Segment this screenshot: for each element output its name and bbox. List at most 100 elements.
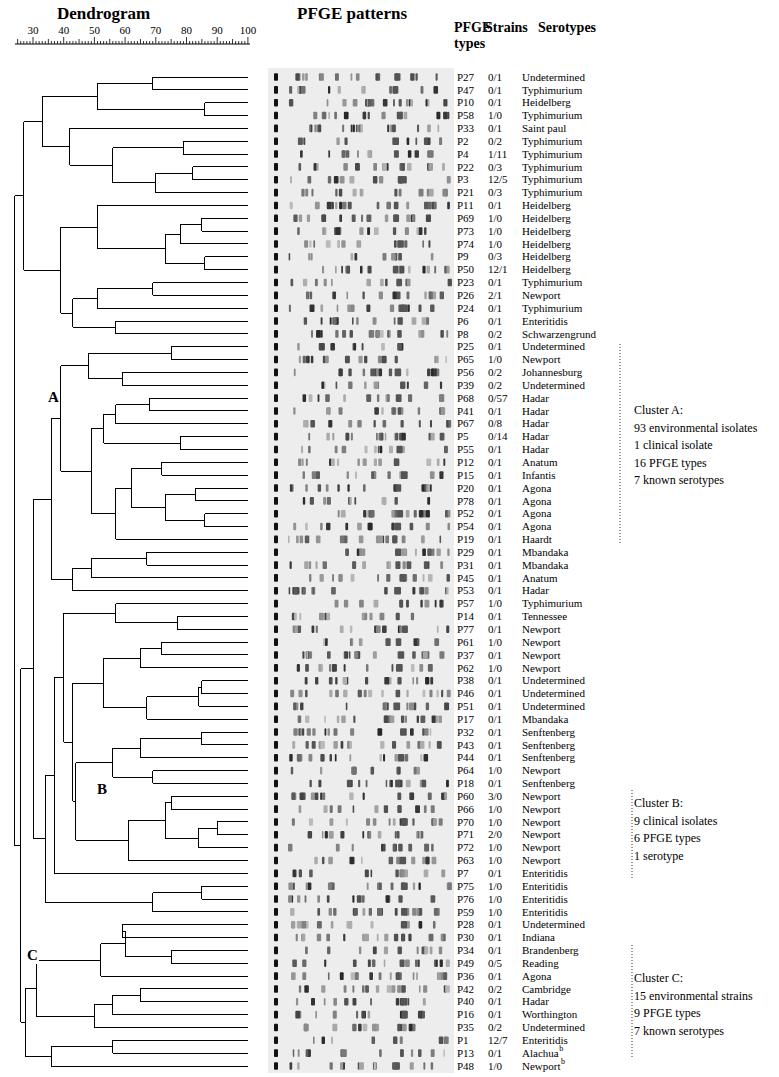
gel-band [358,780,360,788]
gel-band [364,446,367,454]
gel-band [366,279,371,287]
dendrogram-branch [104,707,147,708]
gel-band [351,433,353,441]
gel-band [385,433,387,441]
gel-band [366,394,371,402]
gel-band [351,972,355,980]
dendrogram-branch [125,956,171,957]
gel-band [322,831,324,839]
gel-band [421,780,426,788]
gel-band [347,921,351,929]
gel-band [345,150,349,158]
gel-band [303,279,307,287]
gel-band [274,112,278,120]
gel-band [400,959,405,967]
gel-band [428,792,432,800]
gel-band [400,870,404,878]
gel-band [365,985,369,993]
strain-count: 1/0 [488,854,502,867]
gel-band [392,523,395,531]
gel-band [335,754,337,762]
gel-band [428,240,430,248]
gel-band [299,356,301,364]
gel-band [359,536,364,544]
pfge-type: P78 [457,495,474,508]
gel-band [301,86,306,94]
dendrogram-branch [25,988,36,989]
gel-band [382,536,384,544]
gel-band [321,317,323,325]
gel-band [311,792,316,800]
gel-band [304,561,308,569]
gel-band [329,908,332,916]
gel-band [305,523,308,531]
gel-band [338,86,341,94]
dendrogram-branch [24,121,42,122]
gel-band [341,240,345,248]
gel-band [420,831,424,839]
gel-band [342,150,345,158]
gel-band [313,112,317,120]
dendrogram-branch [205,526,248,527]
gel-band [377,394,379,402]
dendrogram-branch [122,931,125,932]
gel-band [400,728,407,736]
gel-band [368,99,371,107]
gel-band [317,908,320,916]
gel-band [330,343,335,351]
gel-band [401,163,405,171]
strain-count: 1/0 [488,803,502,816]
serotype-name: Newport [522,854,561,867]
serotype-name: Agona [522,520,551,533]
dendrogram [15,77,248,1066]
strain-count: 0/1 [488,1008,502,1021]
gel-band [353,561,357,569]
gel-band [424,844,429,852]
pfge-type: P55 [457,443,474,456]
gel-band [322,857,325,865]
gel-band [393,266,398,274]
gel-band [367,227,370,235]
gel-band [350,857,355,865]
gel-band [291,279,294,287]
gel-band [347,484,349,492]
gel-band [293,214,297,222]
strain-count: 1/0 [488,212,502,225]
gel-band [329,690,332,698]
gel-band [335,690,339,698]
gel-band [315,471,320,479]
strain-count: 0/8 [488,417,502,430]
gel-band [401,908,407,916]
gel-band [379,972,382,980]
serotype-name: Mbandaka [522,559,568,572]
gel-band [411,613,414,621]
scale-tick [198,41,199,44]
gel-band [400,1037,402,1045]
scale-tick [42,41,43,44]
scale-tick [100,41,101,44]
gel-band [327,895,330,903]
gel-band [326,407,331,415]
gel-band [383,163,387,171]
gel-band [429,433,431,441]
gel-band [379,369,382,377]
gel-band [325,394,330,402]
gel-band [350,625,353,633]
gel-band [398,895,402,903]
gel-band [379,292,383,300]
gel-band [338,805,342,813]
gel-band [309,818,313,826]
gel-band [339,214,342,222]
gel-band [392,137,399,145]
gel-band [274,343,278,351]
strain-count: 0/1 [488,713,502,726]
gel-band [322,792,325,800]
gel-band [430,420,432,428]
gel-band [340,176,345,184]
gel-band [274,754,278,762]
gel-band [274,780,278,788]
gel-band [322,1037,325,1045]
gel-band [317,125,321,133]
gel-band [320,523,322,531]
gel-band [274,638,278,646]
